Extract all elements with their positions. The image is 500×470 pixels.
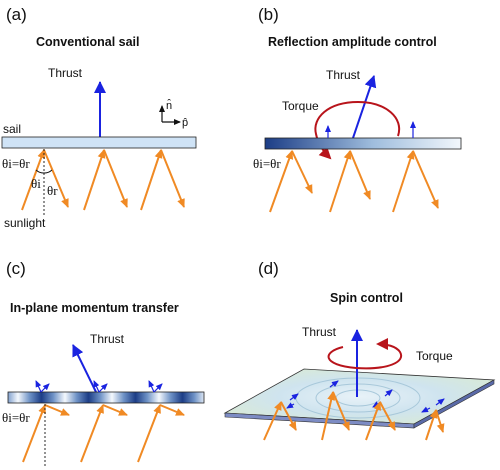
panel-c-angle-rule: θi=θr	[2, 410, 30, 425]
theta-i-label: θi	[31, 176, 41, 191]
panel-b-thrust-arrow	[352, 75, 377, 139]
panel-d-torque-label: Torque	[416, 349, 453, 363]
panel-a-label: (a)	[6, 5, 27, 24]
panel-c-sunlight-rays	[22, 404, 185, 463]
panel-b-torque-label: Torque	[282, 99, 319, 113]
n-hat-label: n̂	[166, 98, 172, 112]
panel-b-label: (b)	[258, 5, 279, 24]
panel-c-title: In-plane momentum transfer	[10, 301, 179, 315]
panel-a: (a) Conventional sail Thrust n̂ p̂ sail …	[1, 5, 197, 230]
panel-b-title: Reflection amplitude control	[268, 35, 437, 49]
panel-a-sunlight-rays	[21, 149, 185, 211]
panel-d-thrust-label: Thrust	[302, 325, 337, 339]
panel-d-torque-arrow	[327, 338, 403, 370]
panel-d-label: (d)	[258, 259, 279, 278]
panel-c-thrust-arrow	[72, 344, 97, 393]
panel-b-sunlight-rays	[269, 150, 439, 213]
panel-b: (b) Reflection amplitude control Thrust …	[253, 5, 462, 213]
panel-d: (d) Spin control Thrust Torque	[223, 259, 496, 441]
panel-d-title: Spin control	[330, 291, 403, 305]
panel-c-small-arrows	[35, 380, 163, 393]
panel-a-angle-rule: θi=θr	[2, 156, 30, 171]
panel-b-angle-rule: θi=θr	[253, 156, 281, 171]
panel-c-sail-grating	[7, 391, 205, 404]
coordinate-axes-icon	[159, 105, 181, 125]
panel-a-thrust-label: Thrust	[48, 66, 83, 80]
sunlight-label: sunlight	[4, 216, 46, 230]
theta-r-label: θr	[47, 183, 58, 198]
panel-a-sail	[1, 136, 197, 149]
panel-a-title: Conventional sail	[36, 35, 140, 49]
panel-d-small-arrows	[286, 380, 445, 413]
panel-c: (c) In-plane momentum transfer Thrust θi…	[2, 259, 205, 466]
panel-c-label: (c)	[6, 259, 26, 278]
sail-label: sail	[3, 122, 21, 136]
panel-c-thrust-label: Thrust	[90, 332, 125, 346]
p-hat-label: p̂	[182, 117, 188, 129]
panel-b-sail-gradient	[264, 137, 462, 150]
panel-a-angle-arc	[35, 169, 53, 174]
panel-b-thrust-label: Thrust	[326, 68, 361, 82]
panel-d-sunlight-rays	[263, 391, 445, 441]
